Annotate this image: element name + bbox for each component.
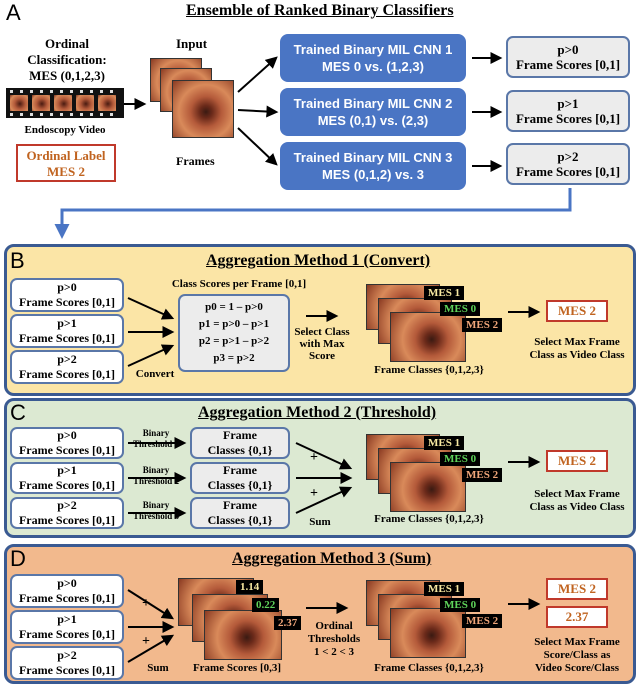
c-result-box: MES 2 <box>546 450 608 472</box>
d-plus-2: + <box>142 634 150 649</box>
frames-label: Frames <box>176 154 215 168</box>
d-score-tag-3: 2.37 <box>274 616 302 630</box>
panel-c-title: Aggregation Method 2 (Threshold) <box>198 404 437 421</box>
endoscopy-video-label: Endoscopy Video <box>24 124 106 136</box>
endoscopy-video-filmstrip <box>6 88 124 118</box>
b-select-label: Select Class with Max Score <box>294 326 350 362</box>
panel-a-title: Ensemble of Ranked Binary Classifiers <box>186 2 454 19</box>
d-frame-scores-label: Frame Scores [0,3] <box>192 662 282 674</box>
d-plus-1: + <box>142 596 150 611</box>
c-plus-2: + <box>310 486 318 501</box>
b-result-box: MES 2 <box>546 300 608 322</box>
b-frame-classes-label: Frame Classes {0,1,2,3} <box>374 364 484 376</box>
c-sum-label: Sum <box>309 516 331 528</box>
d-score-tag-1: 1.14 <box>236 580 264 594</box>
d-frame-6 <box>390 608 466 658</box>
d-frame-3 <box>204 610 282 660</box>
c-frame-classes-label: Frame Classes {0,1,2,3} <box>374 513 484 525</box>
panel-a-letter: A <box>6 0 21 25</box>
arrow-frames-to-cnn3 <box>237 127 278 166</box>
panel-c-letter: C <box>10 400 26 425</box>
d-tag-mes2: MES 2 <box>462 614 503 628</box>
b-tag-mes2: MES 2 <box>462 318 503 332</box>
d-ordinal-thresholds: Ordinal Thresholds 1 < 2 < 3 <box>307 620 361 658</box>
b-convert-label: Convert <box>135 368 175 380</box>
panel-b-letter: B <box>10 248 25 273</box>
panel-d-title: Aggregation Method 3 (Sum) <box>232 550 432 567</box>
c-plus-1: + <box>310 450 318 465</box>
c-tag-mes2: MES 2 <box>462 468 503 482</box>
b-frame-3 <box>390 312 466 362</box>
input-frame-3 <box>172 80 234 138</box>
c-tag-mes0: MES 0 <box>440 452 481 466</box>
arrow-frames-to-cnn1 <box>237 56 278 93</box>
b-class-scores-label: Class Scores per Frame [0,1] <box>171 278 307 290</box>
panel-b-title: Aggregation Method 1 (Convert) <box>206 252 431 269</box>
c-tag-mes1: MES 1 <box>424 436 465 450</box>
d-sum-label: Sum <box>147 662 169 674</box>
c-frame-3 <box>390 462 466 512</box>
arrow-frames-to-cnn2 <box>237 105 279 118</box>
d-score-tag-2: 0.22 <box>252 598 280 612</box>
input-label: Input <box>176 36 208 51</box>
d-tag-mes0: MES 0 <box>440 598 481 612</box>
d-result-class-box: MES 2 <box>546 578 608 600</box>
panel-d-letter: D <box>10 546 26 571</box>
ordinal-label-box: Ordinal Label MES 2 <box>16 144 116 182</box>
d-result-score-box: 2.37 <box>546 606 608 628</box>
d-tag-mes1: MES 1 <box>424 582 465 596</box>
connector-a-to-b <box>54 188 572 239</box>
ordinal-classification-label: Ordinal Classification: MES (0,1,2,3) <box>27 36 107 83</box>
b-tag-mes0: MES 0 <box>440 302 481 316</box>
b-formulas-box: p0 = 1 – p>0 p1 = p>0 – p>1 p2 = p>1 – p… <box>178 294 290 372</box>
d-frame-classes-label: Frame Classes {0,1,2,3} <box>374 662 484 674</box>
d-result-caption: Select Max Frame Score/Class as Video Sc… <box>534 636 620 674</box>
b-tag-mes1: MES 1 <box>424 286 465 300</box>
